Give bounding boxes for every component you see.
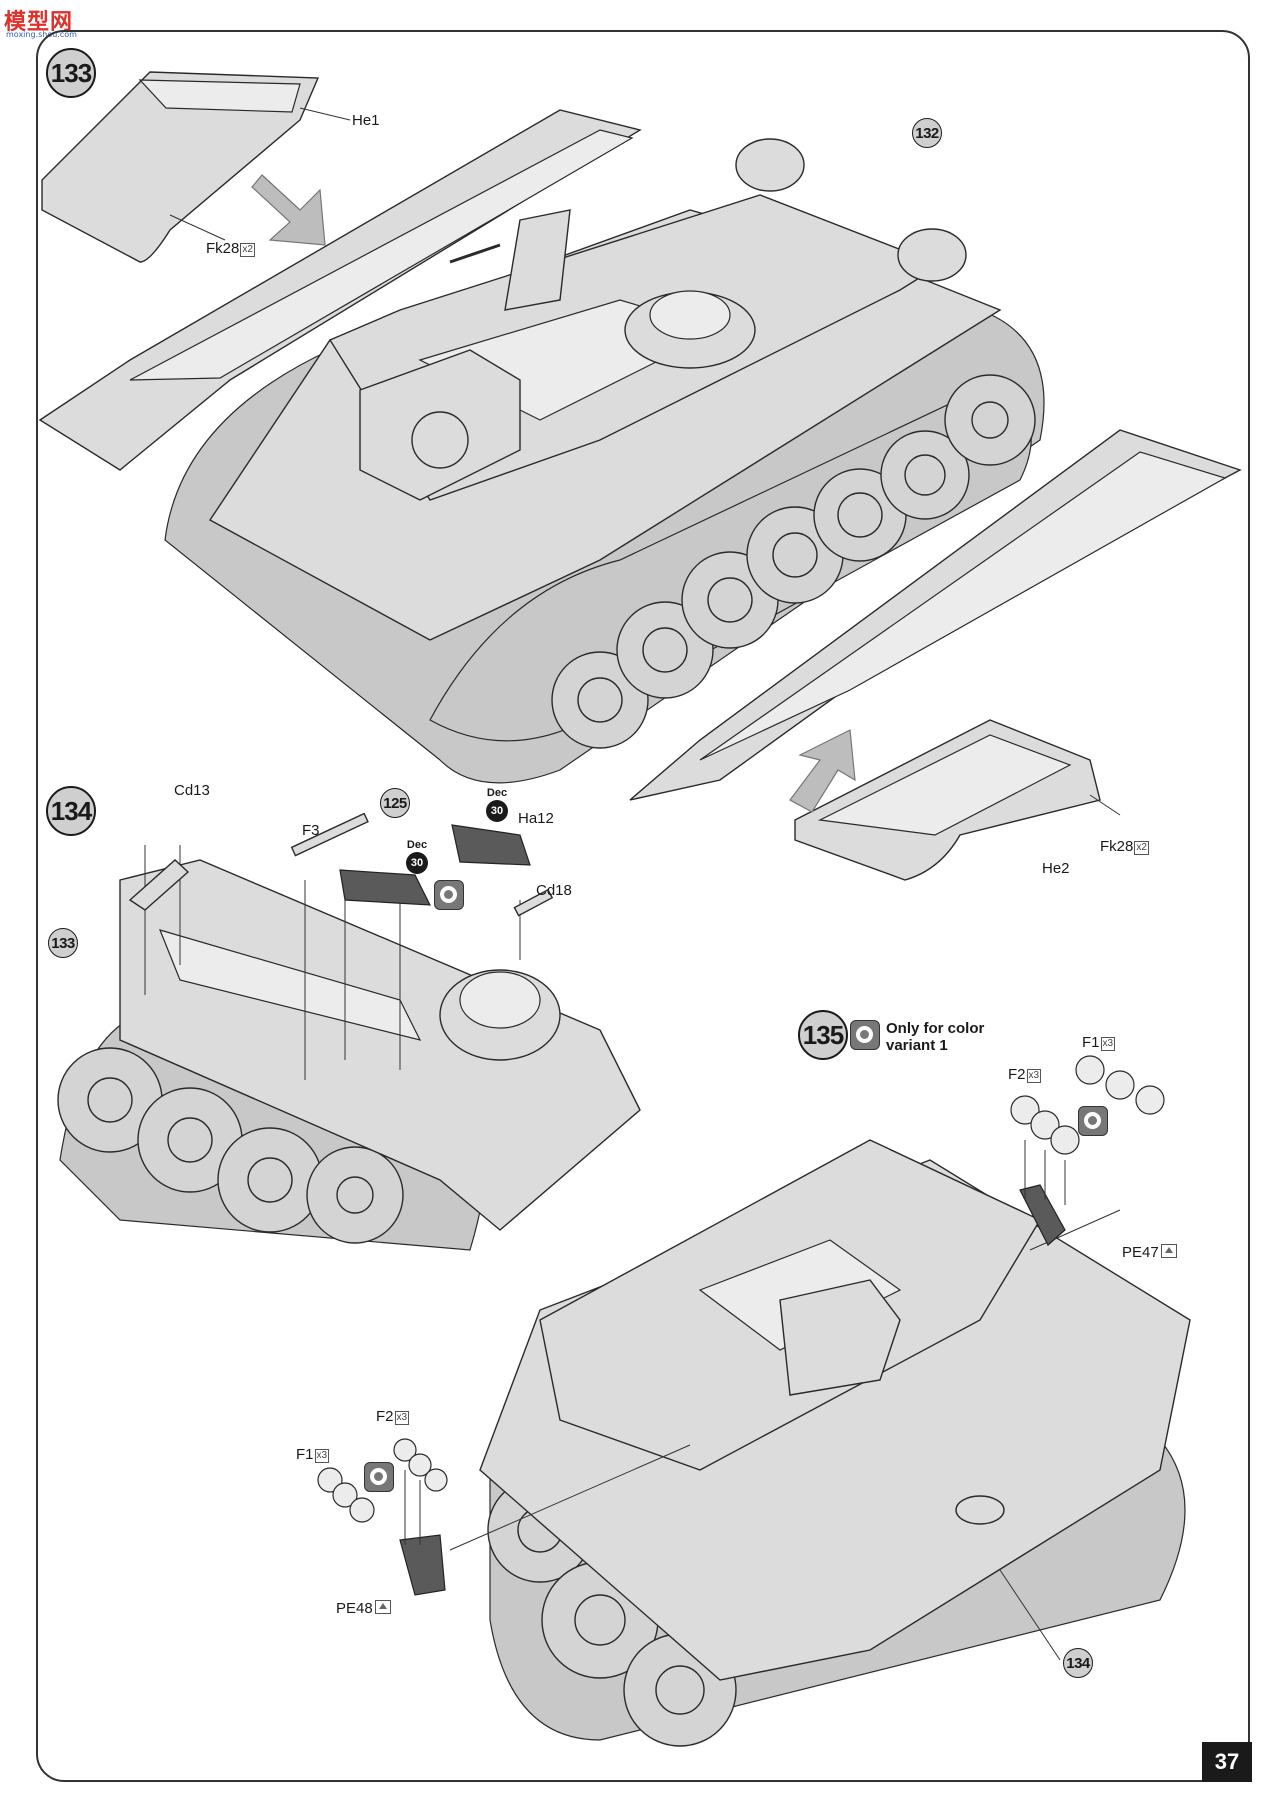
label-f3: F3 — [302, 822, 320, 839]
label-he2: He2 — [1042, 860, 1070, 877]
fender-he2-drawing — [794, 719, 1121, 881]
ref-step-125: 125 — [380, 788, 410, 818]
qty-f1-lower: x3 — [314, 1449, 330, 1463]
page-frame — [36, 30, 1250, 1782]
qty-f1-upper: x3 — [1100, 1037, 1116, 1051]
variant-note-line-2: variant 1 — [886, 1037, 948, 1054]
part-f3-drawing — [290, 812, 369, 857]
part-cd13-drawing — [128, 859, 190, 911]
part-cd18-drawing — [513, 888, 554, 917]
color-variant-icon-f-upper — [1078, 1106, 1108, 1136]
pe-icon-pe47 — [1160, 1244, 1177, 1258]
track-guard-strip-right — [629, 429, 1242, 801]
label-f2-lower-text: F2 — [376, 1408, 394, 1425]
label-pe48-text: PE48 — [336, 1600, 373, 1617]
label-f2-upper-text: F2 — [1008, 1066, 1026, 1083]
site-logo-url: moxing.shou.com — [6, 30, 77, 39]
fender-he1-drawing — [41, 71, 351, 263]
ref-step-134: 134 — [1063, 1648, 1093, 1678]
label-cd18: Cd18 — [536, 882, 572, 899]
assembly-arrow-1 — [251, 174, 326, 246]
decal-marker-2-label: Dec — [406, 839, 428, 851]
label-fk28-right-text: Fk28 — [1100, 838, 1134, 855]
parts-f1-f2-upper-drawing — [1010, 1055, 1165, 1246]
variant-note-135: Only for color variant 1 — [886, 1020, 984, 1054]
part-assembly-125-drawing — [339, 869, 432, 906]
assembly-arrow-2 — [789, 729, 856, 813]
vehicle-rear-view — [57, 845, 641, 1251]
part-ha12-drawing — [451, 824, 531, 866]
pe-icon-pe48 — [374, 1600, 391, 1614]
label-fk28-top-text: Fk28 — [206, 240, 240, 257]
step-number-135: 135 — [798, 1010, 848, 1060]
vehicle-front-view — [449, 1139, 1191, 1747]
label-he1: He1 — [352, 112, 380, 129]
label-pe47-text: PE47 — [1122, 1244, 1159, 1261]
color-variant-icon-135 — [850, 1020, 880, 1050]
variant-note-line-1: Only for color — [886, 1020, 985, 1037]
site-logo: 模型网 moxing.shou.com — [4, 4, 100, 40]
decal-marker-1-number: 30 — [486, 800, 508, 822]
page-number: 37 — [1202, 1742, 1252, 1782]
qty-fk28-right: x2 — [1134, 841, 1149, 855]
qty-f2-lower: x3 — [394, 1411, 410, 1425]
qty-f2-upper: x3 — [1026, 1069, 1042, 1083]
label-f1-upper-text: F1 — [1082, 1034, 1100, 1051]
step-number-134: 134 — [46, 786, 96, 836]
qty-fk28-top: x2 — [240, 243, 255, 257]
decal-marker-1-label: Dec — [486, 787, 508, 799]
step-number-133: 133 — [46, 48, 96, 98]
ref-step-132: 132 — [912, 118, 942, 148]
decal-marker-2: Dec 30 — [402, 840, 432, 874]
color-variant-icon-134 — [434, 880, 464, 910]
vehicle-hull-main — [164, 138, 1045, 784]
decal-marker-2-number: 30 — [406, 852, 428, 874]
parts-f1-f2-lower-drawing — [317, 1438, 448, 1596]
ref-step-133: 133 — [48, 928, 78, 958]
decal-marker-1: Dec 30 — [482, 788, 512, 822]
label-ha12: Ha12 — [518, 810, 554, 827]
label-pe47: PE47 — [1122, 1244, 1177, 1261]
label-pe48: PE48 — [336, 1600, 391, 1617]
label-f1-lower-text: F1 — [296, 1446, 314, 1463]
track-guard-strip-top — [38, 109, 642, 471]
label-cd13: Cd13 — [174, 782, 210, 799]
color-variant-icon-f-lower — [364, 1462, 394, 1492]
